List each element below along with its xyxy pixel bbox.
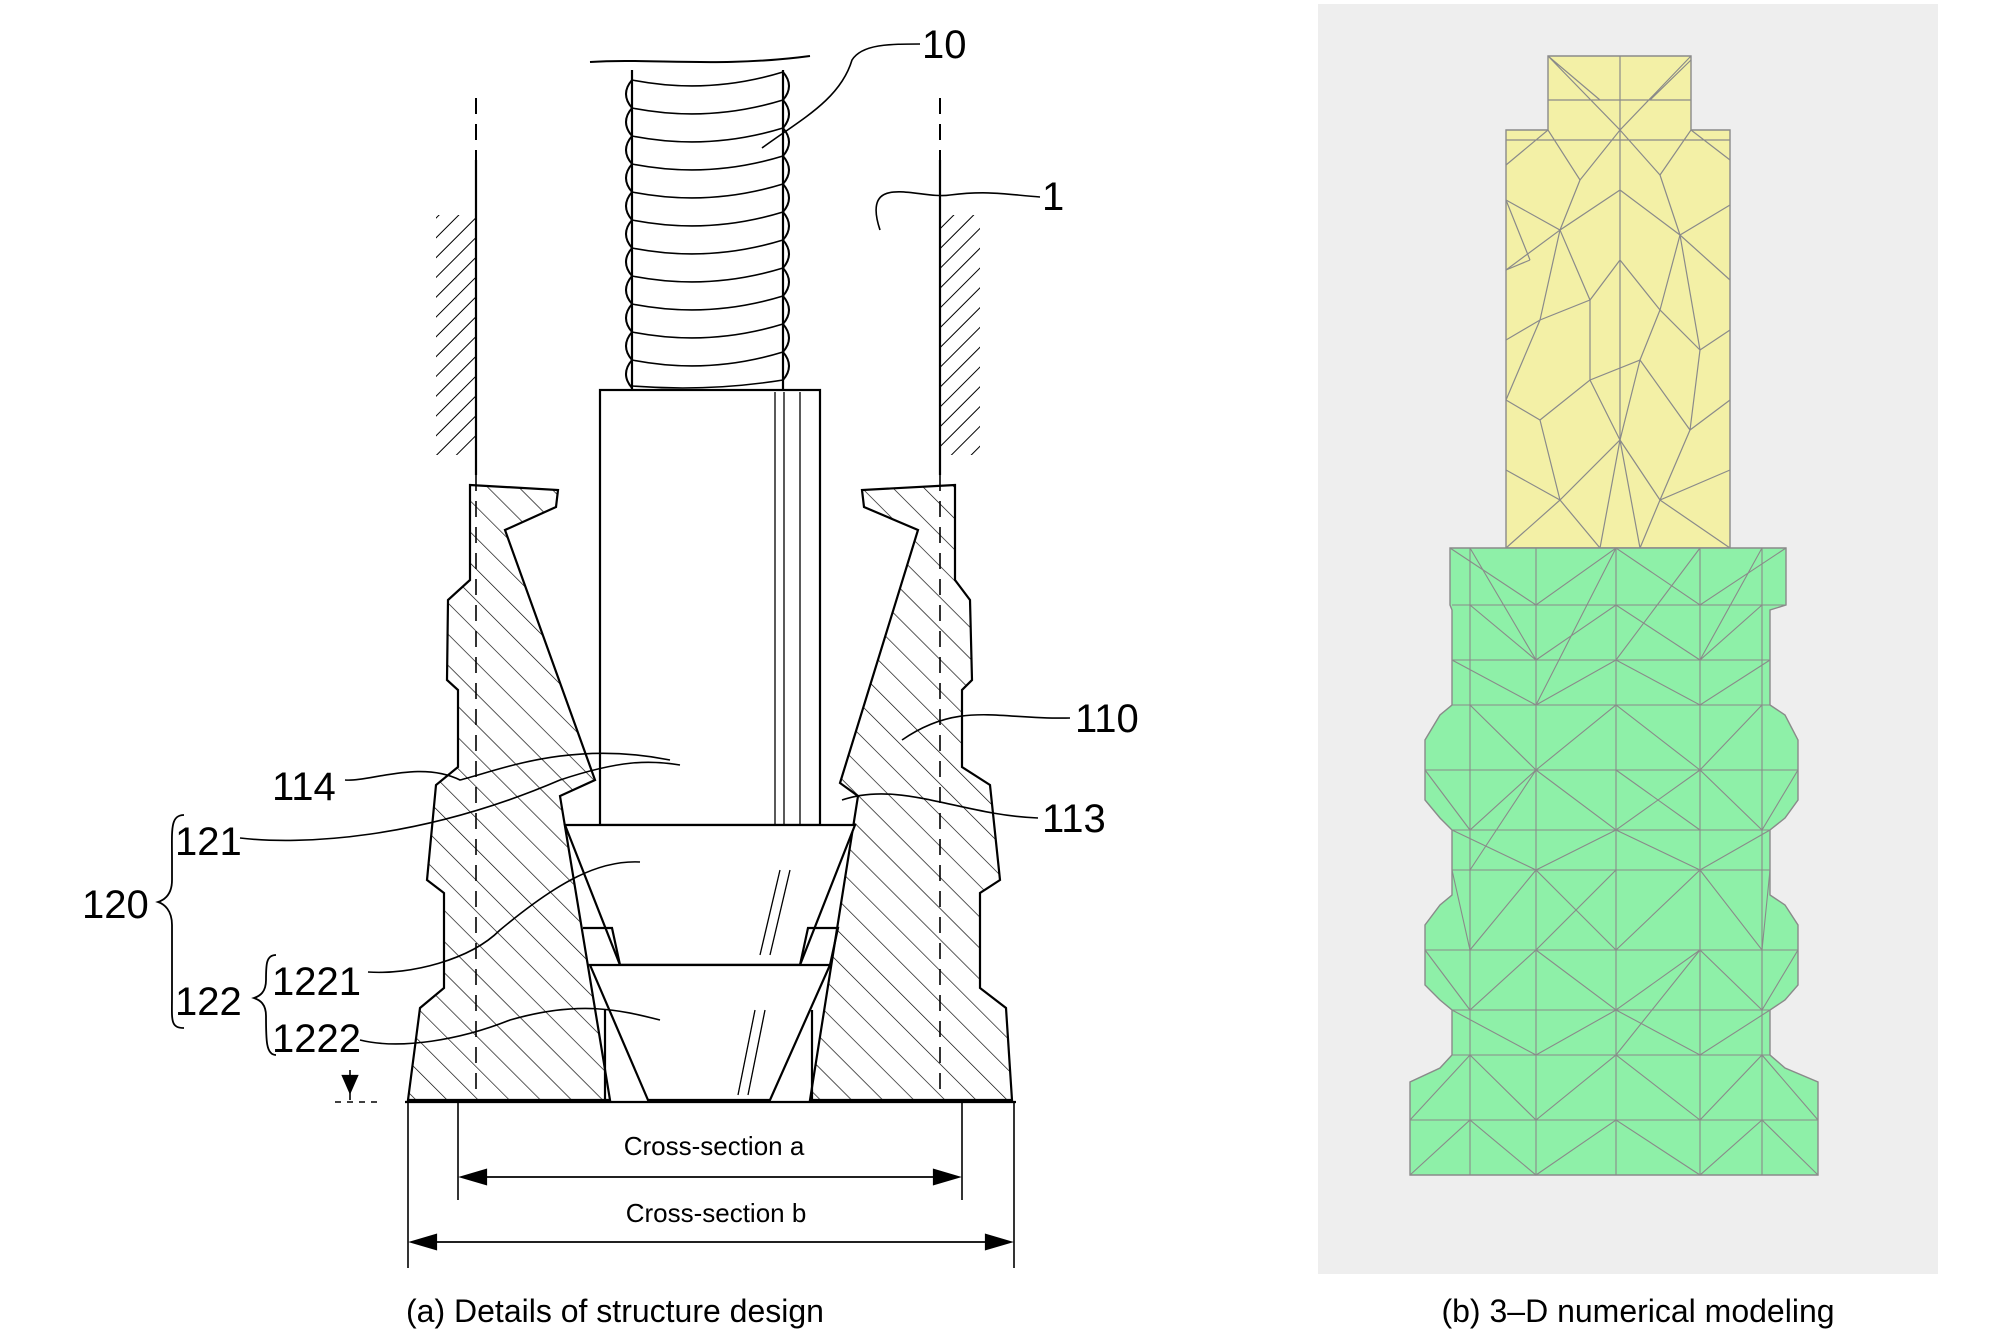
label-122: 122 xyxy=(175,980,242,1024)
label-114: 114 xyxy=(272,765,336,809)
brace-122 xyxy=(251,954,277,1056)
label-113: 113 xyxy=(1042,797,1106,841)
threaded-rod xyxy=(589,55,811,390)
lower-mesh xyxy=(1409,547,1819,1176)
cone-upper xyxy=(563,823,857,967)
dim-arrow-a-left xyxy=(458,1168,488,1186)
brace-120 xyxy=(155,814,185,1029)
dim-arrow-b-right xyxy=(984,1233,1014,1251)
label-10: 10 xyxy=(922,23,967,67)
dimension-a-label: Cross-section a xyxy=(624,1131,805,1161)
right-wall-hatch xyxy=(940,215,980,455)
label-1221: 1221 xyxy=(272,960,361,1004)
dimension-b-label: Cross-section b xyxy=(626,1198,807,1228)
label-121: 121 xyxy=(175,820,242,864)
label-1222: 1222 xyxy=(272,1017,361,1061)
label-120: 120 xyxy=(82,883,149,927)
label-1: 1 xyxy=(1042,175,1064,219)
label-110: 110 xyxy=(1075,697,1139,741)
upper-mesh xyxy=(1505,55,1731,551)
caption-a: (a) Details of structure design xyxy=(406,1293,824,1329)
dim-arrow-b-left xyxy=(408,1233,438,1251)
cone-lower xyxy=(583,926,840,1102)
caption-b: (b) 3–D numerical modeling xyxy=(1441,1293,1834,1329)
shank xyxy=(598,388,822,827)
panel-a-labels: 10 1 110 114 113 121 120 122 1221 1222 C… xyxy=(82,23,1139,1329)
mesh-model-panel: (b) 3–D numerical modeling xyxy=(1318,4,1938,1329)
structure-drawing xyxy=(155,43,1071,1268)
model-upper-part xyxy=(1505,55,1731,549)
leader-lines xyxy=(239,43,1071,1045)
dim-arrow-a-right xyxy=(932,1168,962,1186)
anchor-body-left xyxy=(406,483,612,1102)
small-arrow-head xyxy=(341,1074,359,1095)
anchor-body-right xyxy=(808,483,1014,1102)
left-wall-hatch xyxy=(436,215,476,455)
model-lower-part xyxy=(1409,547,1819,1176)
